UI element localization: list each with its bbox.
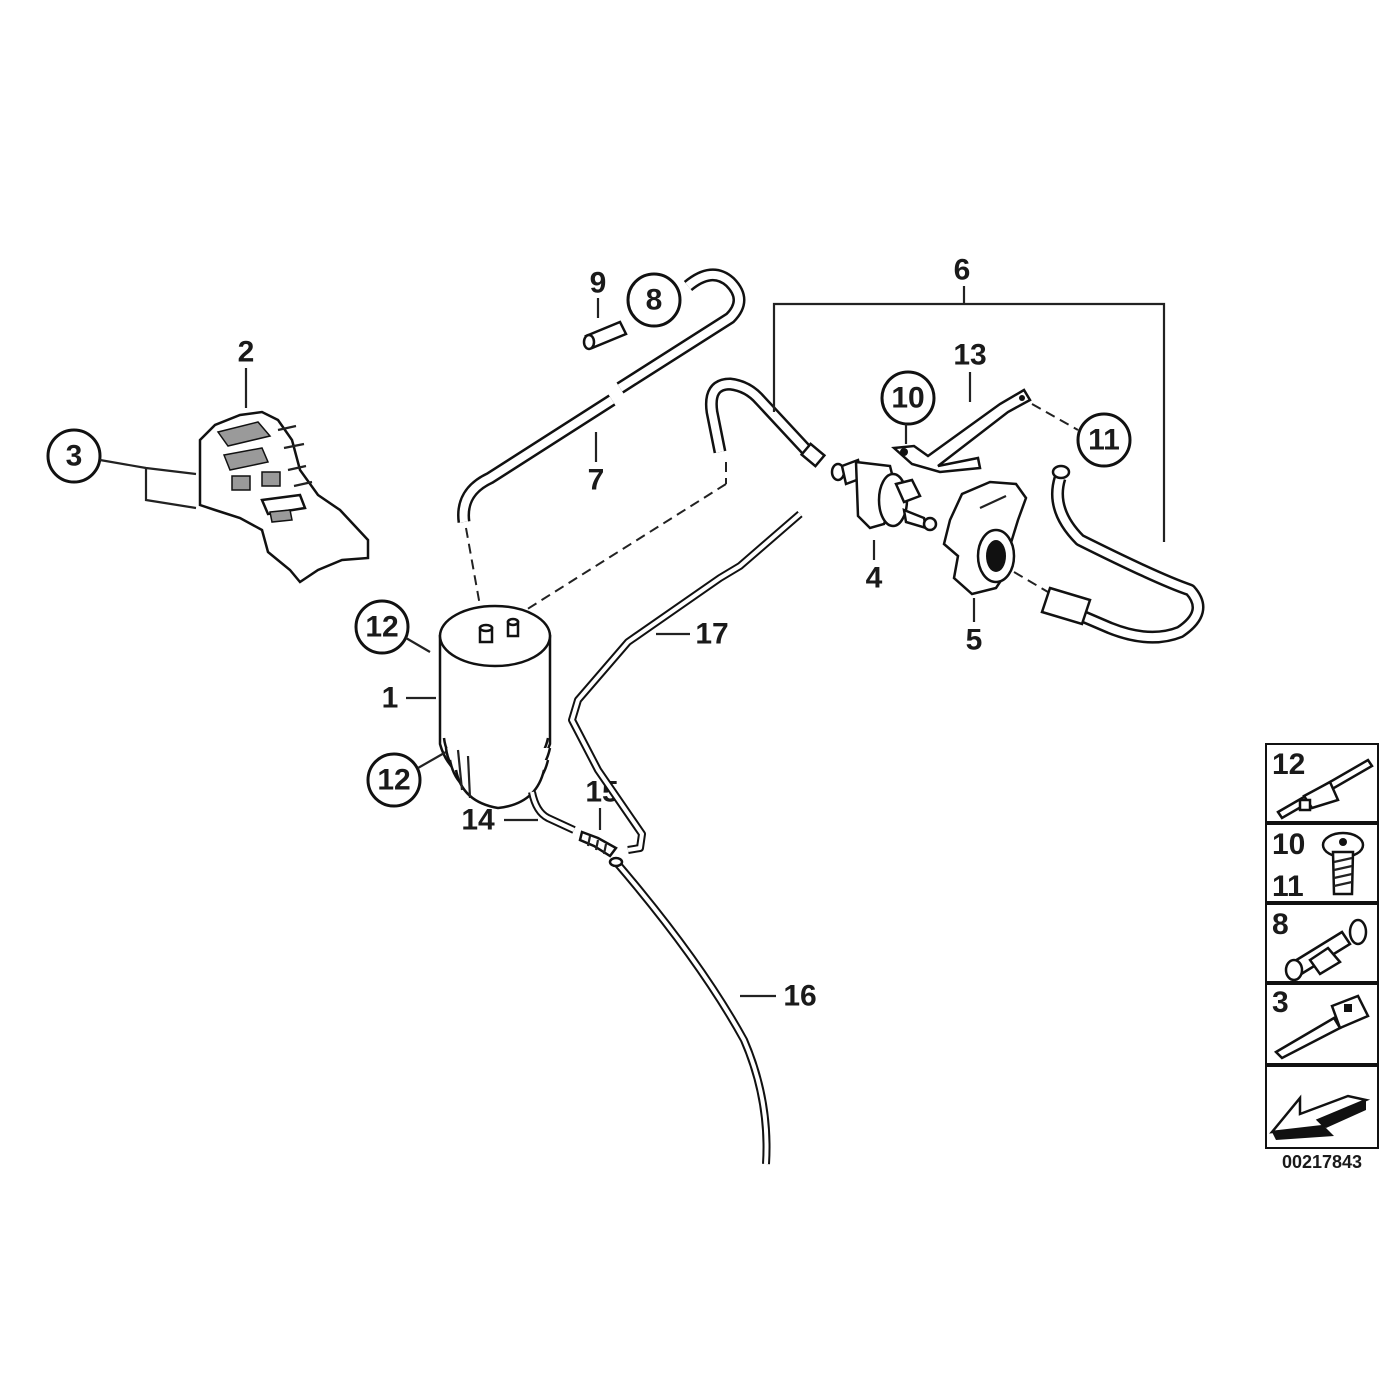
hose-part-16 bbox=[608, 856, 771, 1165]
small-parts-legend: 12 10 11 8 3 bbox=[1265, 743, 1379, 1149]
callout-5: 5 bbox=[966, 624, 983, 657]
callout-14: 14 bbox=[461, 804, 495, 837]
connector-part-9 bbox=[582, 320, 628, 351]
legend-3: 3 bbox=[1272, 986, 1289, 1019]
hose-clip-icon bbox=[1276, 758, 1374, 820]
direction-arrow-icon bbox=[1269, 1094, 1371, 1140]
callout-10-circle: 10 bbox=[880, 370, 936, 444]
callout-12-bottom: 12 bbox=[377, 764, 410, 797]
pipe-connector-icon bbox=[1284, 918, 1368, 982]
callout-12-top-circle: 12 bbox=[354, 599, 431, 655]
legend-12: 12 bbox=[1272, 748, 1305, 781]
hose-to-valve bbox=[704, 377, 827, 468]
callout-3: 3 bbox=[66, 440, 83, 473]
callout-8: 8 bbox=[646, 284, 663, 317]
hose-part-7 bbox=[457, 268, 746, 523]
callout-12-top: 12 bbox=[365, 611, 398, 644]
callout-6: 6 bbox=[954, 254, 971, 287]
callout-12-bottom-circle: 12 bbox=[366, 751, 447, 808]
valve-part-15 bbox=[578, 830, 618, 858]
bracket-part-13 bbox=[891, 388, 1032, 474]
hose-right bbox=[1040, 464, 1205, 644]
callout-17: 17 bbox=[695, 618, 728, 651]
screw-icon bbox=[1321, 831, 1365, 896]
elbow-part-14 bbox=[528, 791, 576, 834]
group-bracket-6 bbox=[772, 302, 1166, 542]
legend-10: 10 bbox=[1272, 828, 1305, 861]
heat-shield-part-2 bbox=[198, 410, 370, 584]
callout-16: 16 bbox=[783, 980, 816, 1013]
callout-2: 2 bbox=[238, 336, 255, 369]
callout-10: 10 bbox=[891, 382, 924, 415]
purge-valve-part-4 bbox=[830, 458, 938, 532]
diagram-number: 00217843 bbox=[1282, 1152, 1362, 1172]
callout-9: 9 bbox=[590, 267, 607, 300]
callout-11: 11 bbox=[1088, 424, 1120, 457]
cable-tie-icon bbox=[1273, 994, 1370, 1060]
holder-part-5 bbox=[942, 480, 1028, 596]
callout-4: 4 bbox=[866, 562, 883, 595]
callout-8-circle: 8 bbox=[626, 272, 682, 328]
callout-11-circle: 11 bbox=[1031, 403, 1132, 468]
callout-13: 13 bbox=[953, 339, 986, 372]
callout-3-circle: 3 bbox=[46, 428, 197, 510]
legend-11: 11 bbox=[1272, 870, 1304, 903]
carbon-canister-part-1 bbox=[438, 604, 552, 810]
callout-1: 1 bbox=[382, 682, 399, 715]
hose-part-17 bbox=[568, 510, 803, 854]
legend-8: 8 bbox=[1272, 908, 1289, 941]
callout-7: 7 bbox=[588, 464, 605, 497]
